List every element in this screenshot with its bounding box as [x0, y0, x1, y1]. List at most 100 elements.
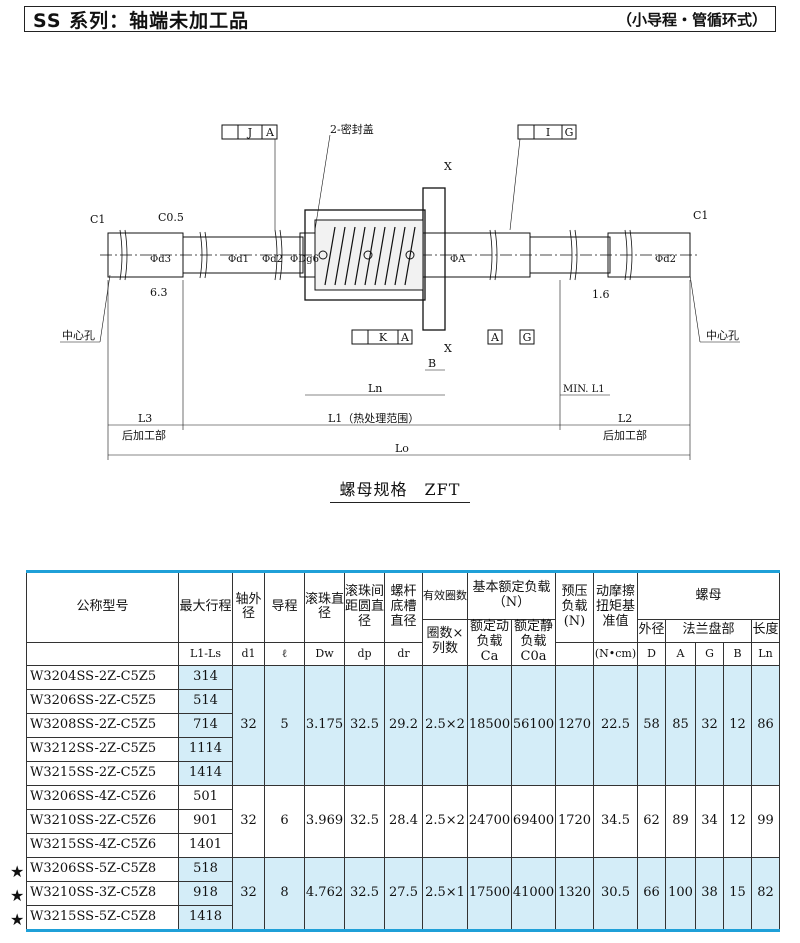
spec-cell-c0a: 69400 — [511, 784, 556, 858]
page-header: SS 系列：轴端未加工品 （小导程・管循环式） — [24, 6, 776, 32]
stroke-cell: 314 — [178, 664, 233, 690]
header-lead: 导程 — [264, 571, 305, 643]
label-center-hole-left: 中心孔 — [62, 329, 95, 342]
header-shaft: 轴外径 — [232, 571, 265, 643]
spec-cell-dp: 32.5 — [344, 664, 385, 786]
spec-cell-dp: 32.5 — [344, 856, 385, 931]
spec-cell-dr: 27.5 — [384, 856, 423, 931]
stroke-cell: 1401 — [178, 832, 233, 858]
unit-lead: ℓ — [264, 641, 305, 666]
header-pcd: 滚珠间距圆直径 — [344, 571, 385, 643]
datum-a: A — [490, 331, 500, 344]
header-stat: 额定静负载 C0a — [511, 619, 556, 666]
spec-cell-d1: 32 — [232, 856, 265, 931]
gtol-box-ja — [221, 124, 278, 140]
dim-min-l1: MIN. L1 — [563, 384, 605, 395]
dim-l2: L2 — [618, 412, 632, 425]
spec-cell-ca: 24700 — [467, 784, 512, 858]
left-shaft — [182, 236, 304, 274]
dim-ln: Ln — [368, 382, 382, 395]
x-mark-top: X — [444, 160, 452, 173]
spec-cell-d1: 32 — [232, 784, 265, 858]
unit-root: dr — [384, 641, 423, 666]
gtol-box-ka — [351, 329, 413, 345]
label-seal: 2-密封盖 — [330, 122, 374, 136]
page-subtitle: （小导程・管循环式） — [616, 10, 767, 29]
page-title: SS 系列：轴端未加工品 — [33, 6, 249, 33]
spec-cell-b: 15 — [723, 856, 752, 931]
model-cell: W3210SS-2Z-C5Z6 — [26, 808, 179, 834]
label-post-right: 后加工部 — [603, 428, 647, 442]
col-g: G — [695, 641, 724, 666]
header-turns-mid: 圈数×列数 — [422, 619, 468, 666]
spec-cell-a: 100 — [665, 856, 696, 931]
spec-cell-d1: 32 — [232, 664, 265, 786]
label-d2-right: Φd2 — [655, 254, 676, 265]
model-cell: W3204SS-2Z-C5Z5 — [26, 664, 179, 690]
label-roughness-16: 1.6 — [592, 288, 610, 301]
header-preload: 预压负载(N) — [555, 571, 594, 643]
spec-cell-turns: 2.5×1 — [422, 856, 468, 931]
spec-cell-c0a: 56100 — [511, 664, 556, 786]
spec-cell-dr: 29.2 — [384, 664, 423, 786]
spec-cell-a: 85 — [665, 664, 696, 786]
header-outer: 外径 — [637, 619, 666, 643]
header-flange: 法兰盘部 — [665, 619, 752, 643]
unit-pcd: dp — [344, 641, 385, 666]
spec-cell-dw: 3.969 — [304, 784, 345, 858]
label-d2: Φd2 — [262, 254, 283, 265]
stroke-cell: 1418 — [178, 904, 233, 931]
gtol-a: A — [265, 126, 275, 139]
header-length: 长度 — [751, 619, 780, 643]
label-dg6: ΦDg6 — [290, 254, 319, 265]
stroke-cell: 514 — [178, 688, 233, 714]
star-marker: ★ — [10, 886, 25, 905]
nut-flange — [422, 187, 446, 331]
return-tube — [314, 219, 424, 291]
col-d: D — [637, 641, 666, 666]
header-load: 基本额定负载（N） — [467, 571, 556, 620]
spec-cell-ln: 86 — [751, 664, 780, 786]
model-cell: W3206SS-4Z-C5Z6 — [26, 784, 179, 810]
gtol-g: G — [565, 126, 574, 139]
spec-cell-d: 58 — [637, 664, 666, 786]
header-torque: 动摩擦扭矩基准值 — [593, 571, 638, 643]
col-a: A — [665, 641, 696, 666]
header-nut: 螺母 — [637, 571, 780, 620]
label-d3: Φd3 — [150, 254, 171, 265]
header-dyn: 额定动负载 Ca — [467, 619, 512, 666]
spec-cell-g: 38 — [695, 856, 724, 931]
spec-cell-lead: 5 — [264, 664, 305, 786]
spec-cell-dw: 3.175 — [304, 664, 345, 786]
label-c1-left: C1 — [90, 213, 105, 226]
spec-cell-dp: 32.5 — [344, 784, 385, 858]
right-shaft-end — [607, 232, 691, 278]
label-post-left: 后加工部 — [122, 428, 166, 442]
spec-cell-turns: 2.5×2 — [422, 664, 468, 786]
spec-cell-ca: 17500 — [467, 856, 512, 931]
label-roughness-63: 6.3 — [150, 286, 168, 299]
unit-shaft: d1 — [232, 641, 265, 666]
gtol-box-ig — [517, 124, 577, 140]
spec-cell-torque: 22.5 — [593, 664, 638, 786]
spec-table-wrap: 公称型号 最大行程 轴外径 导程 滚珠直径 滚珠间距圆直径 螺杆底槽直径 有效圈… — [26, 570, 780, 932]
header-stroke: 最大行程 — [178, 571, 233, 643]
unit-stroke: L1-Ls — [178, 641, 233, 666]
model-cell: W3210SS-3Z-C5Z8 — [26, 880, 179, 906]
unit-model — [26, 641, 179, 666]
right-shaft — [529, 236, 611, 274]
spec-cell-c0a: 41000 — [511, 856, 556, 931]
header-model: 公称型号 — [26, 571, 179, 643]
model-cell: W3212SS-2Z-C5Z5 — [26, 736, 179, 762]
nut-body — [304, 209, 426, 301]
spec-cell-g: 32 — [695, 664, 724, 786]
spec-cell-a: 89 — [665, 784, 696, 858]
dim-lo: Lo — [395, 442, 409, 455]
stroke-cell: 1114 — [178, 736, 233, 762]
label-c05: C0.5 — [158, 211, 184, 224]
series-code: SS — [33, 9, 62, 32]
